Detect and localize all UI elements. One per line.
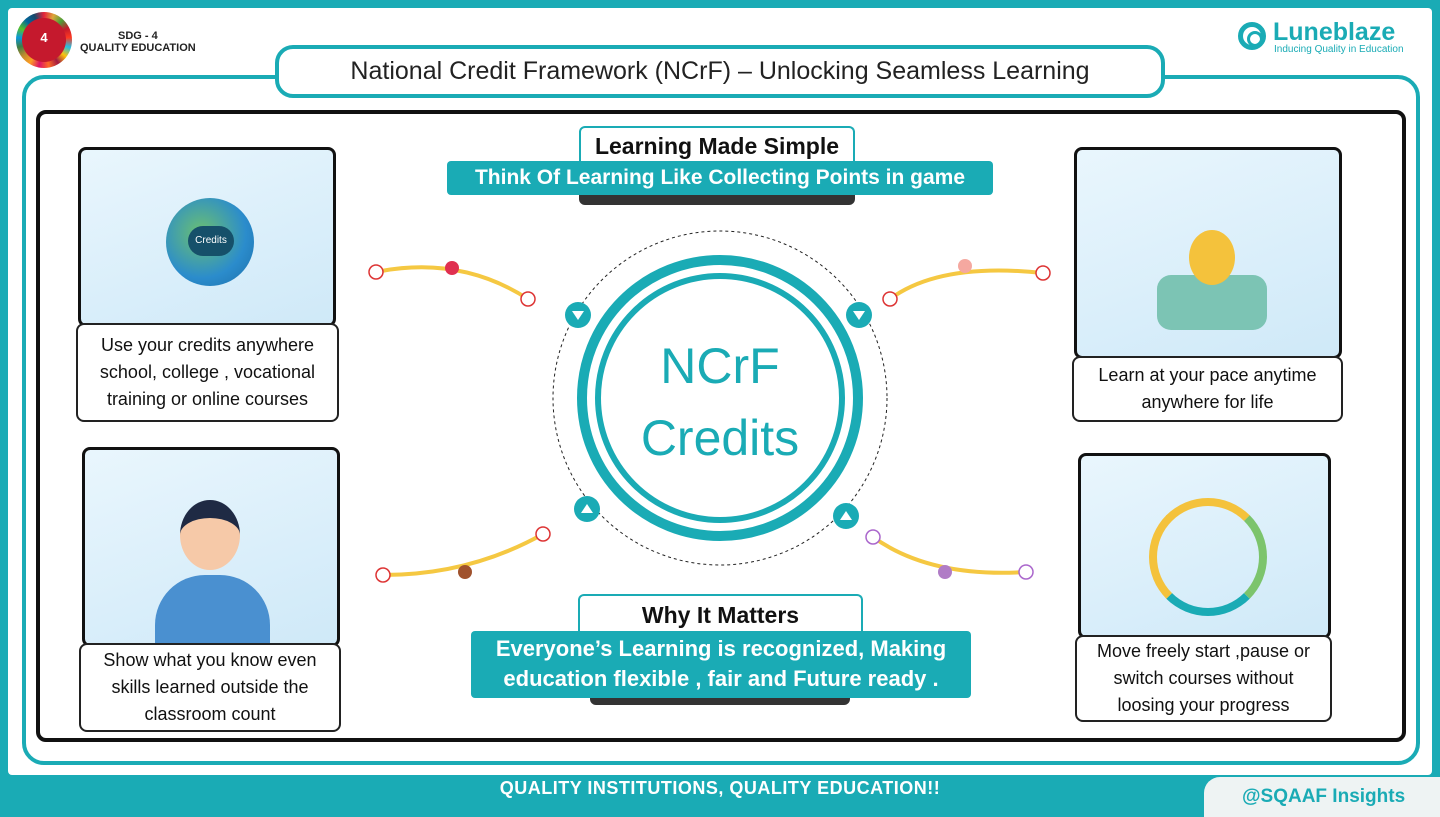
luneblaze-logo-icon (1238, 22, 1266, 50)
social-handle: @SQAAF Insights (1204, 777, 1440, 817)
brand-name: Luneblaze (1273, 18, 1396, 46)
card-text-credits-anywhere: Use your credits anywhere school, colleg… (76, 323, 339, 422)
brand-tagline: Inducing Quality in Education (1274, 44, 1404, 55)
footer-slogan: QUALITY INSTITUTIONS, QUALITY EDUCATION!… (499, 778, 941, 798)
card-image-skills (82, 447, 340, 647)
card-image-move-freely (1078, 453, 1331, 639)
dashed-orbit (552, 230, 888, 566)
outer-ring (577, 255, 863, 541)
card-text-learn-anytime: Learn at your pace anytime anywhere for … (1072, 356, 1343, 422)
section-heading-learning: Learning Made Simple (579, 126, 855, 164)
card-image-learn-pace (1074, 147, 1342, 359)
page-title: National Credit Framework (NCrF) – Unloc… (275, 45, 1165, 98)
section-heading-why: Why It Matters (578, 594, 863, 634)
connectors (375, 265, 1044, 577)
card-text-move-freely: Move freely start ,pause or switch cours… (1075, 635, 1332, 722)
section-body-why: Everyone’s Learning is recognized, Makin… (471, 631, 971, 698)
section-subtitle-learning: Think Of Learning Like Collecting Points… (447, 161, 993, 195)
inner-ring (595, 273, 845, 523)
sdg-logo: 4 (16, 12, 72, 68)
card-image-credits-globe: Credits (78, 147, 336, 327)
card-text-skills-count: Show what you know even skills learned o… (79, 643, 341, 732)
